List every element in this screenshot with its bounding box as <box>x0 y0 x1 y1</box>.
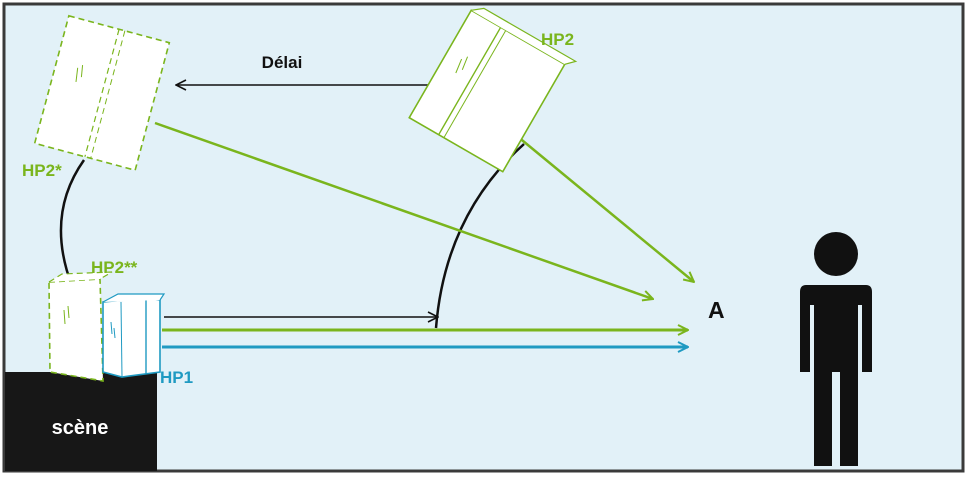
hp2-double-star-label: HP2** <box>91 258 138 277</box>
hp1-label: HP1 <box>160 368 193 387</box>
hp2-label: HP2 <box>541 30 574 49</box>
stage-block <box>5 372 157 471</box>
delay-label: Délai <box>262 53 303 72</box>
hp2-ray <box>516 135 694 282</box>
listening-point-label: A <box>708 297 725 323</box>
hp2-speaker-icon <box>408 7 578 173</box>
person-icon <box>800 232 872 466</box>
stage-label: scène <box>52 417 109 439</box>
hp2-star-label: HP2* <box>22 161 62 180</box>
hp1-speaker-icon <box>102 293 166 378</box>
rotation-arc-hp2-star <box>59 159 86 287</box>
hp2-star-ray <box>154 121 653 299</box>
hp2-double-star-speaker-icon <box>48 271 113 382</box>
